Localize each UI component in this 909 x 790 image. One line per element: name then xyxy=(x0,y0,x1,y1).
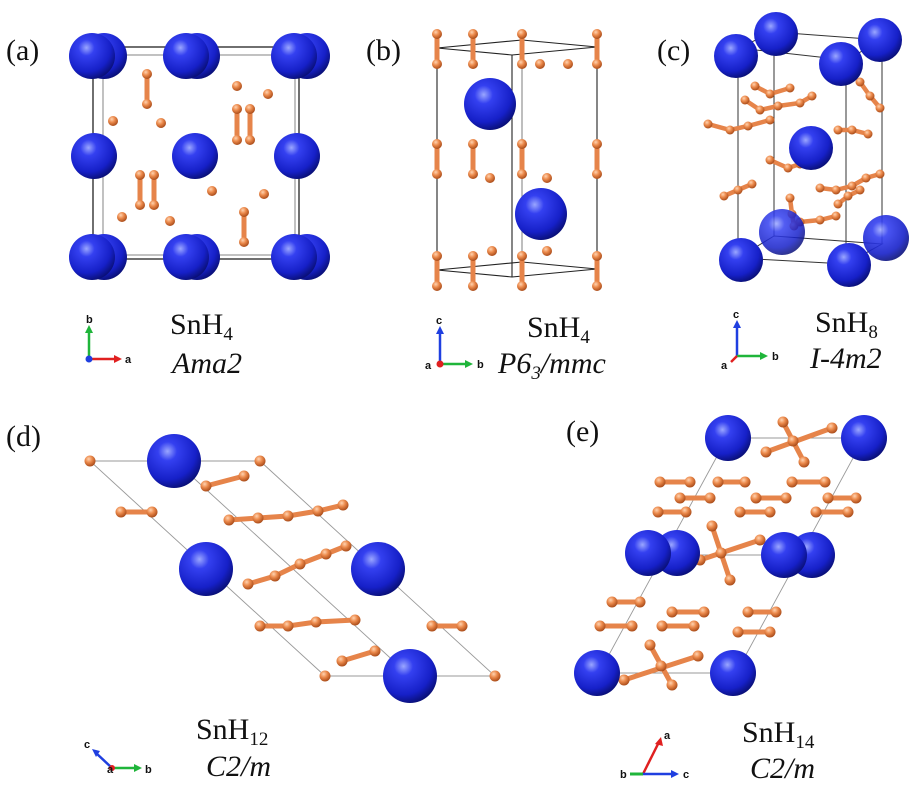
panel-e-axis-label-c: c xyxy=(683,769,689,781)
panel-a-hydrogen-atoms xyxy=(108,69,273,247)
panel-e-axis-label-b: b xyxy=(620,769,627,781)
panel-b-axis-indicator: c a b xyxy=(425,315,484,372)
panel-d-label: (d) xyxy=(6,420,41,453)
panel-c-tin-atoms xyxy=(714,12,909,287)
panel-d-structure: c a b xyxy=(84,434,501,776)
panel-b-structure: c a b xyxy=(425,29,602,372)
panel-d-axis-indicator: c a b xyxy=(84,739,152,776)
panel-c-formula-element: SnH xyxy=(815,306,869,339)
panel-b-hydrogen-atoms xyxy=(432,29,602,291)
panel-e-tin-atoms xyxy=(574,415,887,696)
panel-e-axis-label-a: a xyxy=(664,730,671,742)
panel-e-formula-element: SnH xyxy=(742,716,796,749)
panel-d-space-group: C2/m xyxy=(206,750,272,783)
panel-b-space-group-suffix: /mmc xyxy=(540,347,606,380)
panel-b-unit-cell xyxy=(436,39,598,278)
panel-a-tin-atoms xyxy=(69,33,330,280)
panel-b-formula-subscript: 4 xyxy=(580,327,590,348)
panel-b-space-group-subscript: 3 xyxy=(531,363,541,384)
panel-a-structure: b a xyxy=(69,33,330,366)
panel-b-formula-element: SnH xyxy=(527,311,581,344)
panel-a-axis-indicator: b a xyxy=(85,314,132,366)
panel-e-hydrogen-atoms xyxy=(594,416,862,691)
panel-a-label: (a) xyxy=(6,34,40,67)
panel-d-formula: SnH12 xyxy=(196,713,269,750)
panel-d-formula-subscript: 12 xyxy=(249,729,269,750)
panel-b-axis-label-c: c xyxy=(436,315,442,327)
panel-b-axis-label-a: a xyxy=(425,360,432,372)
panel-b-tin-atoms xyxy=(464,78,567,240)
panel-b-space-group-prefix: P6 xyxy=(498,347,532,380)
panel-e-space-group: C2/m xyxy=(750,752,816,785)
panel-a-space-group: Ama2 xyxy=(172,347,242,380)
panel-b-space-group: P63/mmc xyxy=(498,347,606,384)
panel-a-formula-element: SnH xyxy=(170,308,224,341)
panel-d-axis-label-a: a xyxy=(107,764,114,776)
panel-a-formula: SnH4 xyxy=(170,308,233,345)
panel-a-formula-subscript: 4 xyxy=(223,324,233,345)
panel-e-label: (e) xyxy=(566,415,600,448)
panel-e-structure: a b c xyxy=(574,415,887,781)
panel-d-tin-atoms xyxy=(147,434,437,703)
panel-c-axis-label-c: c xyxy=(733,309,739,321)
panel-e-axis-indicator: a b c xyxy=(620,730,689,781)
panel-b-formula: SnH4 xyxy=(527,311,590,348)
panel-d-hydrogen-atoms xyxy=(84,455,501,682)
panel-d-formula-element: SnH xyxy=(196,713,250,746)
panel-c-axis-indicator: c a b xyxy=(721,309,779,372)
panel-e-formula: SnH14 xyxy=(742,716,815,753)
panel-c-axis-label-b: b xyxy=(772,351,779,363)
panel-c-structure: c a b xyxy=(703,12,909,372)
panel-a-axis-label-b: b xyxy=(86,314,93,326)
panel-d-axis-label-b: b xyxy=(145,764,152,776)
panel-c-space-group: I-4m2 xyxy=(810,342,882,375)
panel-c-formula: SnH8 xyxy=(815,306,878,343)
panel-b-axis-label-b: b xyxy=(477,359,484,371)
panel-a-axis-label-a: a xyxy=(125,354,132,366)
panel-e-formula-subscript: 14 xyxy=(795,732,815,753)
panel-c-axis-label-a: a xyxy=(721,360,728,372)
panel-b-label: (b) xyxy=(366,34,401,67)
panel-c-label: (c) xyxy=(657,34,691,67)
panel-c-formula-subscript: 8 xyxy=(868,322,878,343)
panel-d-axis-label-c: c xyxy=(84,739,90,751)
